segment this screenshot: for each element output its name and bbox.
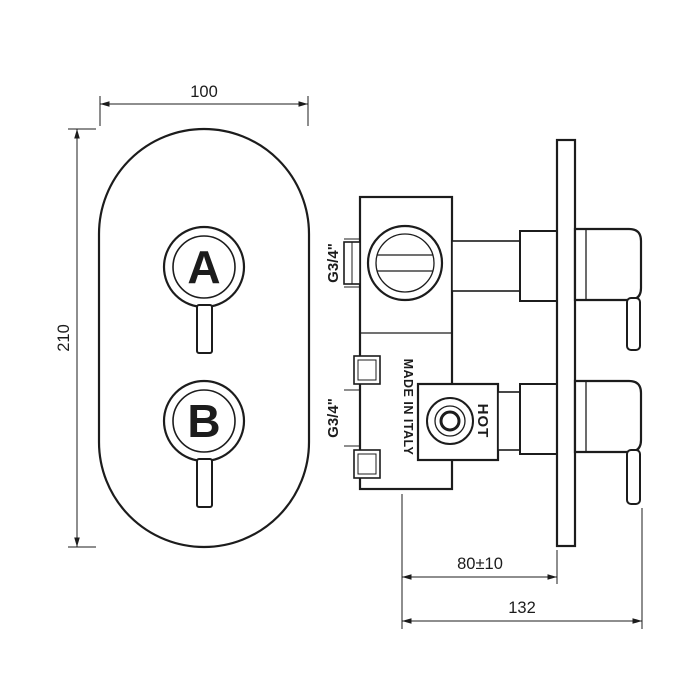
dim-width-label: 100 bbox=[190, 83, 218, 101]
front-plate-outline bbox=[97, 127, 311, 549]
hot-valve-ring-inner bbox=[439, 410, 461, 432]
handle-top-lever bbox=[626, 297, 641, 351]
side-view: G3/4" G3/4" MADE IN ITALY HOT 80±10 132 bbox=[325, 138, 643, 629]
dimension-width: 100 bbox=[99, 83, 309, 126]
side-plug-upper-inner bbox=[357, 359, 377, 381]
handle-bottom-lever bbox=[626, 449, 641, 505]
made-in-italy-marking: MADE IN ITALY bbox=[401, 359, 415, 456]
knob-b-inner-ring bbox=[172, 389, 236, 453]
flange-top bbox=[519, 230, 558, 302]
dim-total-depth-label: 132 bbox=[508, 599, 536, 617]
front-view: A B 100 210 bbox=[55, 83, 311, 549]
diverter-head-outer bbox=[366, 224, 444, 302]
hot-valve-ring-middle bbox=[434, 405, 466, 437]
thread-callout-bottom: G3/4" bbox=[325, 389, 359, 447]
hot-marking: HOT bbox=[474, 404, 491, 439]
dimension-depth: 80±10 132 bbox=[401, 494, 643, 629]
wall-plate bbox=[555, 138, 577, 548]
thread-top-label: G3/4" bbox=[325, 243, 342, 283]
knob-a-inner-ring bbox=[172, 235, 236, 299]
thread-callout-top: G3/4" bbox=[325, 238, 359, 288]
flange-bottom bbox=[519, 383, 558, 455]
side-plug-lower-inner bbox=[357, 453, 377, 475]
thread-bottom-label: G3/4" bbox=[325, 398, 342, 438]
cartridge-stub-top bbox=[451, 240, 523, 292]
knob-a-lever bbox=[196, 304, 213, 354]
hot-valve-ring-outer bbox=[426, 397, 474, 445]
diverter-head-inner bbox=[375, 233, 435, 293]
dim-height-label: 210 bbox=[55, 324, 73, 352]
handle-bottom-body bbox=[573, 379, 643, 454]
dimension-height: 210 bbox=[55, 128, 96, 548]
knob-b-label: B bbox=[187, 395, 220, 447]
knob-a-label: A bbox=[187, 241, 220, 293]
knob-b-lever bbox=[196, 458, 213, 508]
handle-top-body bbox=[573, 227, 643, 302]
dim-depth-wall-label: 80±10 bbox=[457, 555, 503, 573]
